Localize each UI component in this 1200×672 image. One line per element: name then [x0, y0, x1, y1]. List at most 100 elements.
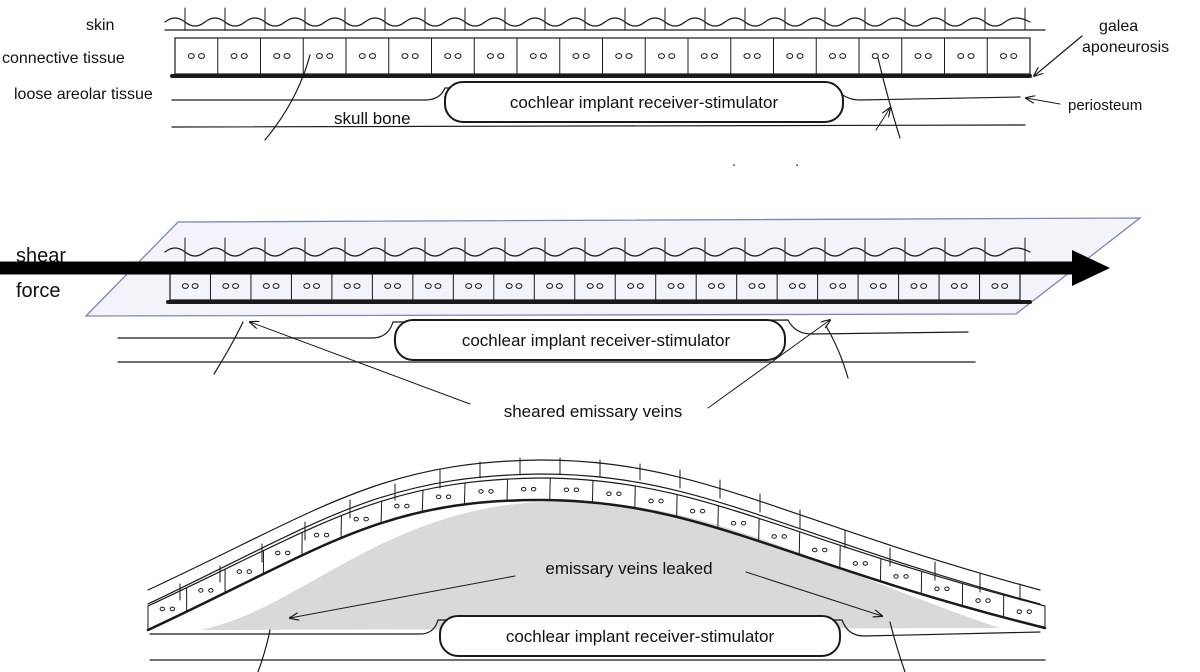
cell-nucleus: [960, 283, 968, 289]
dome-cell-dividers: [147, 478, 1046, 630]
dome-cell-divider: [506, 479, 509, 501]
cell-nucleus: [950, 283, 958, 289]
dome-cell-nucleus: [985, 598, 991, 603]
dome-cell-nucleus: [822, 547, 828, 553]
sheared-vein-left: [213, 321, 244, 375]
shear-force-arrowhead: [1072, 250, 1110, 286]
label-skin: skin: [86, 17, 114, 34]
panel-shear-force: shear force cochlear implant receiver-st…: [0, 217, 1142, 421]
cell-nucleus: [572, 53, 580, 59]
label-force: force: [16, 280, 60, 302]
dome-cell-nucleus: [573, 487, 580, 493]
cell-nucleus: [839, 53, 847, 59]
panel-hematoma: emissary veins leaked cochlear implant r…: [146, 457, 1047, 672]
cell-nucleus: [222, 283, 230, 289]
cell-nucleus: [786, 53, 794, 59]
cell-nucleus: [869, 283, 877, 289]
cell-nucleus: [515, 283, 523, 289]
cell-nucleus: [303, 283, 311, 289]
implant-receiver-stimulator: [444, 81, 844, 123]
cell-nucleus: [753, 53, 761, 59]
skin-wavy-line-2: [164, 247, 1031, 257]
dome-cell-nucleus: [606, 491, 612, 497]
cell-nucleus: [232, 283, 240, 289]
label-connective-tissue: connective tissue: [2, 50, 125, 67]
dome-cell-nucleus: [893, 574, 899, 579]
skin-wavy-line: [164, 17, 1031, 27]
dome-cell-divider: [549, 478, 551, 501]
dome-cell-nucleus: [208, 588, 214, 593]
cell-nucleus: [313, 283, 321, 289]
cell-nucleus: [596, 283, 604, 289]
cell-nucleus: [999, 53, 1007, 59]
connective-tissue-cells: [174, 37, 1031, 75]
cell-nucleus: [879, 283, 887, 289]
dome-cell-nucleus: [852, 561, 859, 566]
arrow-sheared-left: [250, 322, 471, 405]
cell-nucleus: [586, 283, 594, 289]
dome-cell-nucleus: [730, 520, 737, 526]
arrow-periosteum: [1026, 98, 1061, 105]
cell-nucleus: [717, 283, 725, 289]
cell-nucleus: [839, 283, 847, 289]
dome-cell-nucleus: [488, 489, 494, 494]
cell-nucleus: [358, 53, 366, 59]
dome-cell-nucleus: [781, 534, 787, 539]
cell-nucleus: [262, 283, 270, 289]
dome-cell-nucleus: [275, 550, 281, 556]
cell-nucleus: [454, 53, 462, 59]
cell-nucleus: [198, 53, 206, 59]
cell-nucleus: [829, 283, 837, 289]
dome-cell-nucleus: [658, 498, 664, 504]
cell-nucleus: [991, 283, 999, 289]
implant-receiver-stimulator-3: [439, 615, 841, 657]
cell-nucleus: [636, 283, 644, 289]
dome-cell-divider: [421, 490, 424, 512]
dome-cell-nucleus: [353, 516, 359, 522]
cell-nucleus: [708, 283, 716, 289]
dome-cell-nucleus: [771, 534, 777, 539]
skin-hair-ticks: [184, 7, 1026, 31]
dome-cell-nucleus: [1026, 609, 1033, 614]
dome-cell-divider: [380, 501, 383, 524]
arrow-galea: [1034, 35, 1083, 76]
cell-nucleus: [871, 53, 879, 59]
cell-nucleus: [582, 53, 590, 59]
cell-nucleus: [272, 283, 280, 289]
dome-cell-nucleus: [1016, 609, 1023, 614]
cell-nucleus: [187, 53, 195, 59]
dome-cell-nucleus: [198, 588, 204, 593]
label-emissary-vein: emissary vein: [710, 163, 808, 180]
label-emissary-veins-leaked: emissary veins leaked: [545, 559, 712, 578]
cell-nucleus: [789, 283, 797, 289]
cell-nucleus: [798, 283, 806, 289]
cell-nucleus: [957, 53, 965, 59]
label-galea: galea: [1099, 18, 1138, 35]
cell-nucleus: [700, 53, 708, 59]
cell-nucleus: [748, 283, 756, 289]
cell-nucleus: [434, 283, 442, 289]
dome-cell-nucleus: [478, 489, 484, 494]
cell-nucleus: [326, 53, 334, 59]
cell-nucleus: [758, 283, 766, 289]
cell-nucleus: [924, 53, 932, 59]
dome-cell-nucleus: [740, 520, 747, 526]
cell-nucleus: [711, 53, 719, 59]
dome-cell-nucleus: [862, 561, 869, 566]
dome-cell-nucleus: [648, 498, 654, 504]
cell-nucleus: [181, 283, 189, 289]
cell-nucleus: [240, 53, 248, 59]
cell-nucleus: [627, 283, 635, 289]
cell-nucleus: [910, 283, 918, 289]
dome-cell-nucleus: [812, 547, 818, 553]
dome-cell-nucleus: [975, 598, 981, 603]
cell-nucleus: [444, 53, 452, 59]
arrow-emissary-vein: [875, 108, 890, 131]
cell-nucleus: [401, 53, 409, 59]
dome-cell-nucleus: [616, 491, 622, 497]
cell-nucleus: [1001, 283, 1009, 289]
cell-nucleus: [505, 283, 513, 289]
sheared-vein-right: [825, 325, 849, 379]
cell-nucleus: [796, 53, 804, 59]
